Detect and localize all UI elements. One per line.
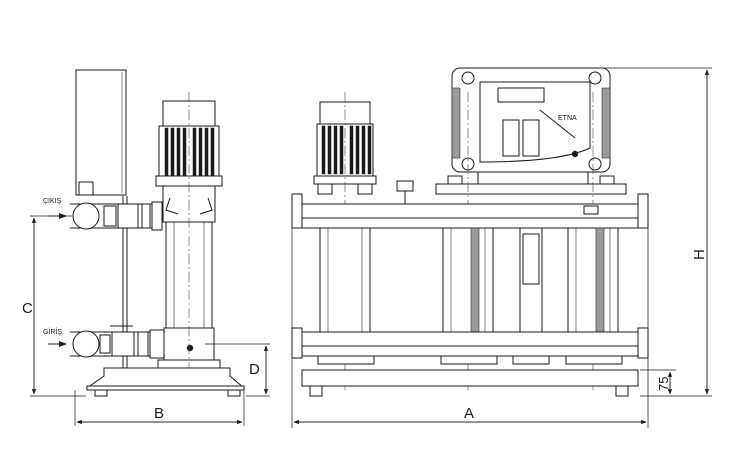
- dimension-75-label: 75: [656, 377, 671, 391]
- valve-plug: [396, 180, 414, 192]
- side-view: ÇIKIŞ GİRİŞ C B D: [22, 69, 270, 426]
- base-frame-front: [301, 369, 639, 397]
- dimension-a-label: A: [464, 405, 474, 422]
- dimension-b: [74, 390, 245, 426]
- inlet-label: GİRİŞ: [43, 327, 62, 336]
- dimension-h-label: H: [691, 249, 708, 260]
- base-frame-side: [85, 367, 246, 397]
- dimension-h: [604, 67, 712, 397]
- suction-manifold-front: [291, 327, 649, 365]
- dimension-75: [640, 369, 676, 397]
- dimension-a: [291, 226, 649, 428]
- dimension-d: [205, 343, 270, 397]
- outlet-label: ÇIKIŞ: [43, 198, 62, 205]
- motor-front-right-pair: [435, 175, 627, 195]
- brand-label: ETNA: [558, 115, 577, 122]
- dimension-b-label: B: [154, 405, 164, 422]
- discharge-manifold-side: [70, 201, 163, 231]
- dimension-d-label: D: [249, 361, 260, 378]
- discharge-manifold-front: [291, 193, 649, 241]
- suction-manifold-side: [70, 325, 165, 359]
- front-view: ETNA: [291, 67, 712, 428]
- dimension-c: [30, 215, 86, 397]
- controller-front: ETNA: [451, 67, 611, 185]
- control-panel-side: [75, 69, 127, 196]
- dimension-c-label: C: [22, 300, 33, 317]
- motor-side: [155, 100, 223, 223]
- pump-bodies-front: [319, 227, 619, 349]
